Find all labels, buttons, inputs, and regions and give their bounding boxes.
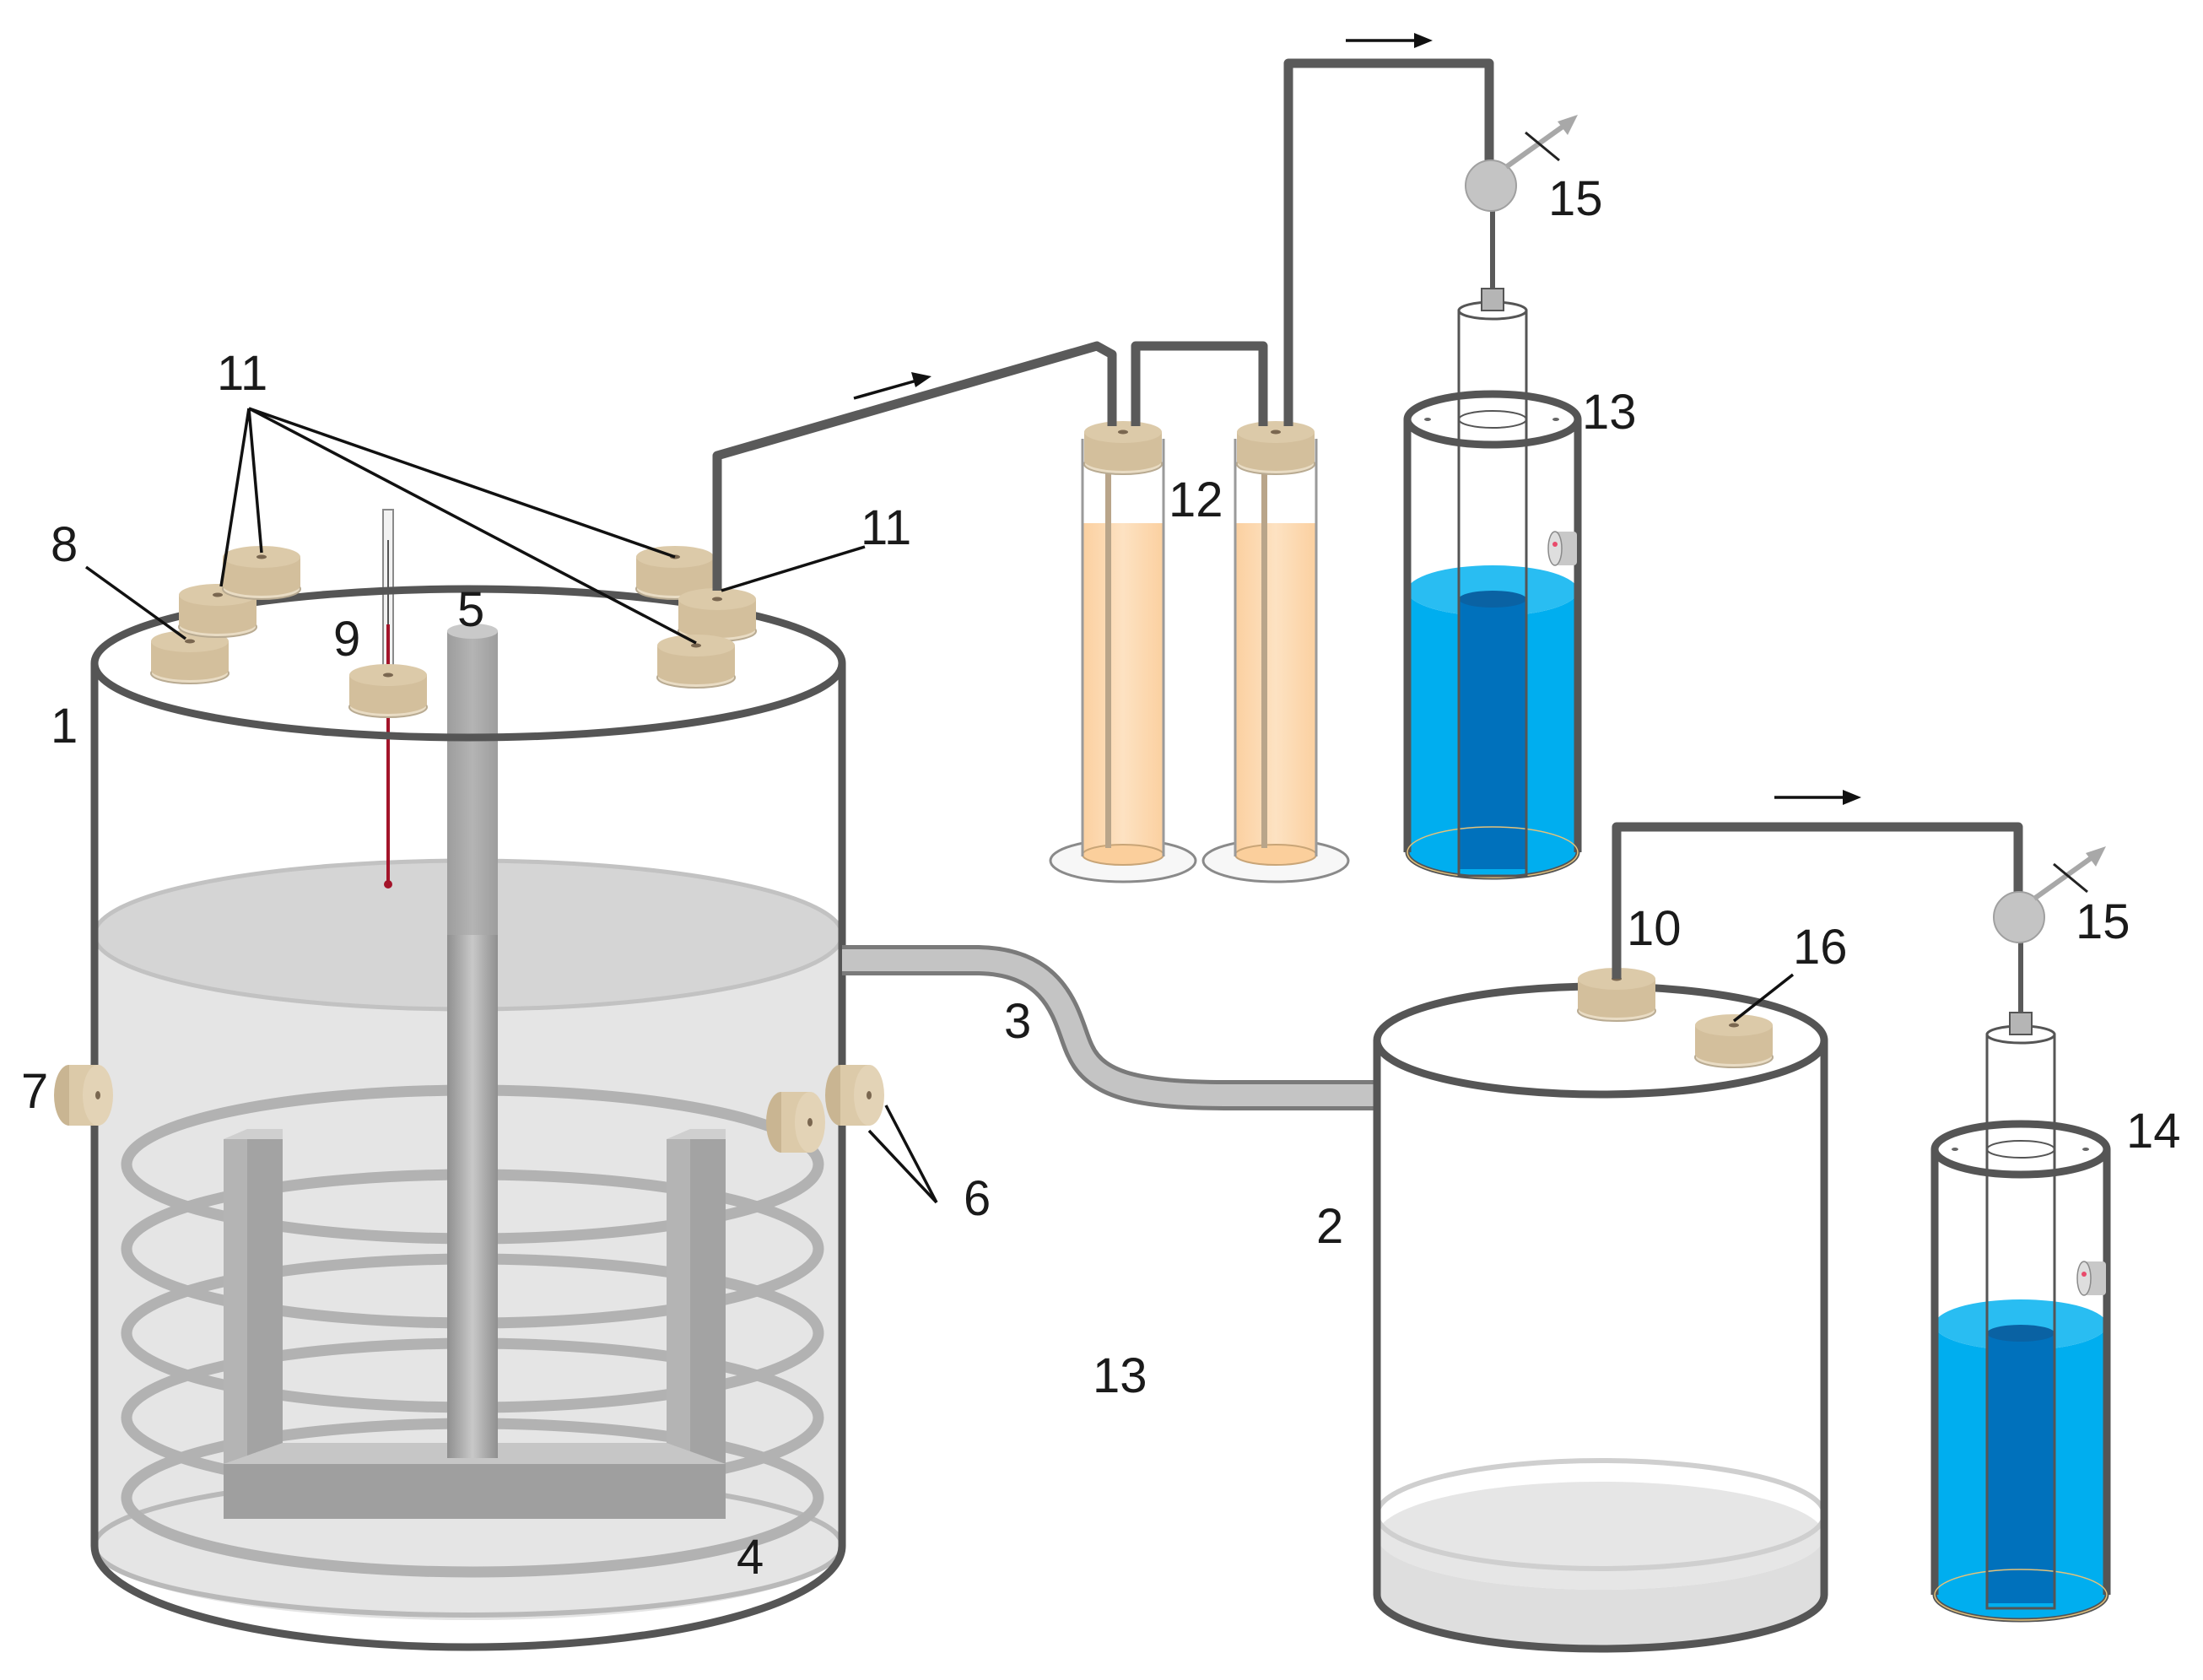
label-gas-meter-upper: 13 <box>1582 385 1637 440</box>
secondary-vessel <box>1373 967 1828 1653</box>
valve-icon <box>1465 115 1578 212</box>
right-arrow-icon <box>1346 33 1433 48</box>
indicator-knob <box>2076 1261 2106 1296</box>
cork-side-right-b <box>825 1065 884 1126</box>
label-cooling-coil: 4 <box>737 1530 764 1585</box>
cork-thermometer <box>348 663 428 718</box>
label-stirrer-shaft: 5 <box>457 582 484 637</box>
label-center-number: 13 <box>1093 1348 1147 1403</box>
label-vessel-secondary: 2 <box>1316 1199 1343 1254</box>
indicator-knob <box>1547 531 1577 566</box>
label-side-ports-right: 6 <box>964 1171 991 1226</box>
label-gas-meter-lower: 14 <box>2126 1104 2181 1159</box>
label-outlet-stopper: 10 <box>1627 901 1682 956</box>
main-vessel <box>54 509 884 1651</box>
stirrer-shaft <box>447 624 498 1458</box>
label-vessel-main: 1 <box>51 699 78 754</box>
number-labels: 1 2 3 4 5 6 7 8 9 10 11 11 12 13 13 14 1… <box>21 171 2181 1585</box>
absorber-bottles <box>1049 420 1350 883</box>
label-top-port: 8 <box>51 517 78 572</box>
valve-icon <box>1993 846 2106 943</box>
cork-top-b <box>222 545 301 600</box>
right-arrow-icon <box>1774 790 1861 805</box>
label-connecting-tube: 3 <box>1004 994 1031 1049</box>
label-valve-upper: 15 <box>1548 171 1603 226</box>
label-outlet-stopper-top: 11 <box>861 500 911 555</box>
stirrer-paddle <box>224 1129 726 1519</box>
right-arrow-icon <box>853 372 931 400</box>
label-valve-lower: 15 <box>2076 894 2130 949</box>
gas-meter-lower <box>1930 1012 2111 1623</box>
cork-side-right-a <box>766 1092 825 1153</box>
label-thermometer: 9 <box>333 612 360 667</box>
gas-meter-upper <box>1403 288 1582 880</box>
cork-port-8 <box>150 629 229 684</box>
cork-side-left <box>54 1065 113 1126</box>
label-side-port-left: 7 <box>21 1064 48 1119</box>
label-stoppers-group: 11 <box>217 346 267 401</box>
label-stopper-secondary: 16 <box>1793 920 1848 975</box>
gas-pipes <box>712 58 2023 1013</box>
leader-lines <box>84 407 1795 1204</box>
label-absorber-bottles: 12 <box>1169 473 1223 527</box>
cork-outlet <box>678 587 757 642</box>
cork-16 <box>1694 1013 1774 1068</box>
